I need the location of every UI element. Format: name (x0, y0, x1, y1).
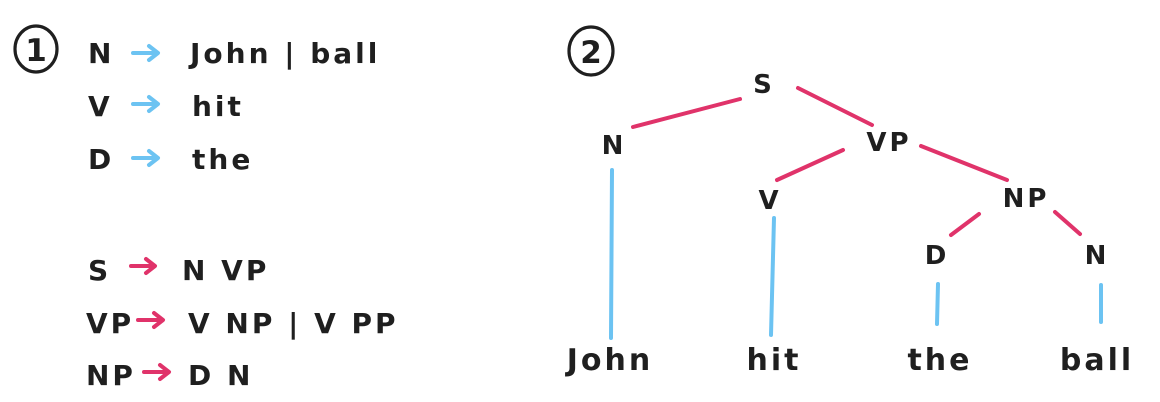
rule-rhs: V NP | V PP (188, 307, 399, 340)
rule-rhs: hit (192, 90, 244, 123)
lexical-edge-v-w2 (769, 216, 776, 337)
rule-row: NP D N (86, 359, 253, 392)
phrase-edge-s-n1 (631, 97, 742, 129)
tree-node-np: NP (1003, 184, 1050, 214)
rule-lhs: S (88, 254, 111, 287)
rule-rhs: D N (188, 359, 253, 392)
lexical-rules: N John | ball V hit D the (88, 37, 380, 176)
arrow-right-icon (129, 257, 157, 275)
phrase-edge-np-n2 (1053, 210, 1082, 236)
panel-2-marker: 2 (567, 25, 615, 77)
phrase-rules: S N VP VP V NP | V PP NP D N (86, 254, 399, 392)
arrow-right-icon (131, 149, 160, 167)
lexical-edge-d-w3 (935, 282, 940, 326)
rule-lhs: VP (86, 307, 134, 340)
phrase-edge-vp-v (775, 148, 845, 182)
parse-tree: S N VP V NP D N John hit the ball (565, 70, 1134, 378)
rule-rhs: the (192, 143, 253, 176)
tree-word-the: the (907, 343, 972, 378)
panel-2-number: 2 (580, 35, 602, 71)
phrase-edge-s-vp (796, 86, 874, 127)
rule-rhs: John | ball (188, 37, 380, 70)
rule-lhs: N (88, 37, 114, 70)
lexical-edge-n1-w1 (609, 168, 614, 340)
rule-lhs: V (88, 90, 113, 123)
tree-node-vp: VP (866, 128, 911, 158)
rule-row: D the (88, 143, 253, 176)
tree-node-n: N (602, 131, 627, 161)
arrow-right-icon (131, 95, 160, 113)
rule-row: S N VP (88, 254, 269, 287)
tree-word-john: John (565, 343, 654, 378)
rule-lhs: NP (86, 359, 136, 392)
rule-rhs: N VP (182, 254, 269, 287)
tree-edges (609, 86, 1103, 340)
rule-row: V hit (88, 90, 244, 123)
rule-row: VP V NP | V PP (86, 307, 399, 340)
arrow-right-icon (136, 311, 165, 329)
tree-node-s: S (753, 70, 775, 100)
panel-1-marker: 1 (13, 24, 59, 74)
phrase-edge-np-d (949, 212, 981, 237)
tree-node-v: V (758, 186, 781, 216)
tree-word-ball: ball (1060, 343, 1134, 378)
arrow-right-icon (131, 44, 160, 62)
tree-node-d: D (925, 241, 950, 271)
tree-node-n: N (1085, 241, 1110, 271)
arrow-right-icon (142, 363, 171, 381)
panel-1-number: 1 (25, 33, 47, 69)
phrase-edge-vp-np (919, 144, 1009, 182)
tree-word-hit: hit (747, 343, 802, 378)
rule-row: N John | ball (88, 37, 380, 70)
rule-lhs: D (88, 143, 114, 176)
